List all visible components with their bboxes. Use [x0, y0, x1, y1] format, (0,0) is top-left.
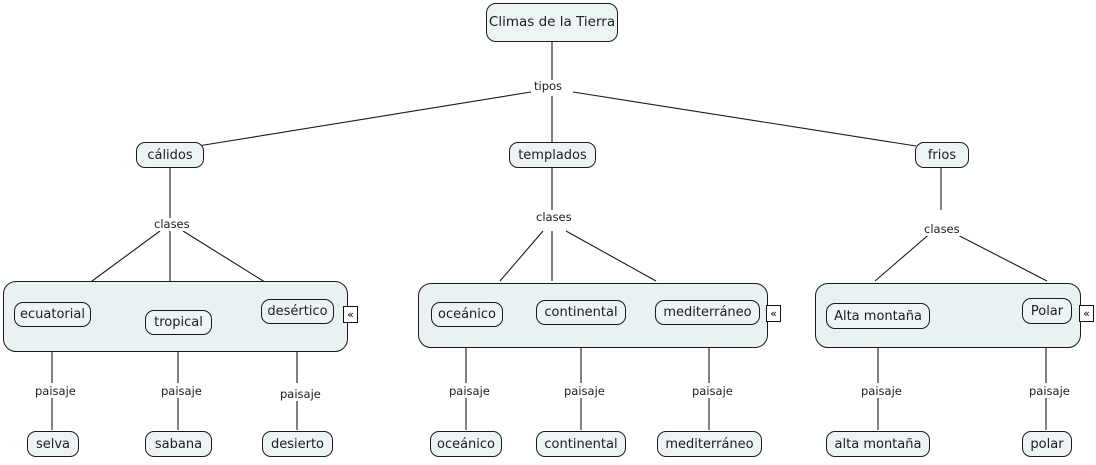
- node-label: templados: [518, 147, 587, 163]
- node-label: continental: [544, 305, 618, 320]
- node-paisaje-alta-montana[interactable]: alta montaña: [826, 431, 930, 457]
- node-paisaje-desierto[interactable]: desierto: [262, 431, 333, 457]
- node-root-climas[interactable]: Climas de la Tierra: [486, 3, 618, 42]
- link-label-paisaje-continental: paisaje: [562, 384, 607, 398]
- node-oceanico[interactable]: oceánico: [431, 302, 503, 327]
- link-label-paisaje-polar: paisaje: [1027, 384, 1072, 398]
- node-frios[interactable]: frios: [915, 142, 969, 168]
- node-paisaje-selva[interactable]: selva: [27, 431, 79, 457]
- node-label: sabana: [154, 436, 203, 452]
- double-chevron-left-icon: «: [770, 307, 777, 320]
- node-alta-montana[interactable]: Alta montaña: [826, 303, 930, 329]
- node-ecuatorial[interactable]: ecuatorial: [14, 302, 91, 327]
- node-label: cálidos: [147, 147, 193, 163]
- node-label: selva: [35, 436, 71, 452]
- node-paisaje-polar[interactable]: polar: [1022, 431, 1072, 457]
- node-label: alta montaña: [834, 436, 922, 452]
- node-label: mediterráneo: [665, 436, 754, 452]
- link-label-paisaje-alta-montana: paisaje: [859, 384, 904, 398]
- node-label: polar: [1030, 436, 1064, 452]
- node-label: oceánico: [437, 307, 497, 322]
- collapse-handle-frios[interactable]: «: [1079, 305, 1094, 322]
- node-label: mediterráneo: [663, 305, 752, 320]
- node-paisaje-sabana[interactable]: sabana: [145, 431, 212, 457]
- link-label-paisaje-oceanico: paisaje: [447, 384, 492, 398]
- link-label-clases-frios: clases: [922, 222, 962, 236]
- node-label: tropical: [154, 315, 203, 330]
- node-label: ecuatorial: [20, 307, 85, 322]
- link-label-clases-templados: clases: [534, 210, 574, 224]
- node-label: frios: [927, 147, 957, 163]
- node-label: Polar: [1030, 303, 1064, 319]
- link-label-tipos: tipos: [532, 79, 565, 93]
- link-label-paisaje-desertico: paisaje: [278, 387, 323, 401]
- collapse-handle-calidos[interactable]: «: [343, 306, 358, 323]
- node-tropical[interactable]: tropical: [145, 310, 212, 335]
- link-label-paisaje-ecuatorial: paisaje: [33, 384, 78, 398]
- node-label: desértico: [267, 304, 328, 319]
- node-desertico[interactable]: desértico: [261, 299, 334, 324]
- node-polar[interactable]: Polar: [1022, 298, 1072, 324]
- node-continental[interactable]: continental: [536, 300, 626, 325]
- node-paisaje-continental[interactable]: continental: [536, 431, 626, 457]
- node-paisaje-mediterraneo[interactable]: mediterráneo: [657, 431, 762, 457]
- link-label-clases-calidos: clases: [152, 217, 192, 231]
- node-label: continental: [544, 436, 618, 452]
- node-label: Climas de la Tierra: [488, 13, 616, 30]
- node-mediterraneo[interactable]: mediterráneo: [655, 300, 760, 325]
- node-label: Alta montaña: [834, 308, 922, 324]
- node-calidos[interactable]: cálidos: [136, 142, 204, 168]
- double-chevron-left-icon: «: [1083, 307, 1090, 320]
- node-paisaje-oceanico[interactable]: oceánico: [430, 431, 502, 457]
- link-label-paisaje-mediterraneo: paisaje: [690, 384, 735, 398]
- node-label: desierto: [270, 436, 325, 452]
- double-chevron-left-icon: «: [347, 308, 354, 321]
- collapse-handle-templados[interactable]: «: [766, 305, 781, 322]
- node-label: oceánico: [436, 436, 496, 452]
- link-label-paisaje-tropical: paisaje: [159, 384, 204, 398]
- node-templados[interactable]: templados: [509, 142, 596, 168]
